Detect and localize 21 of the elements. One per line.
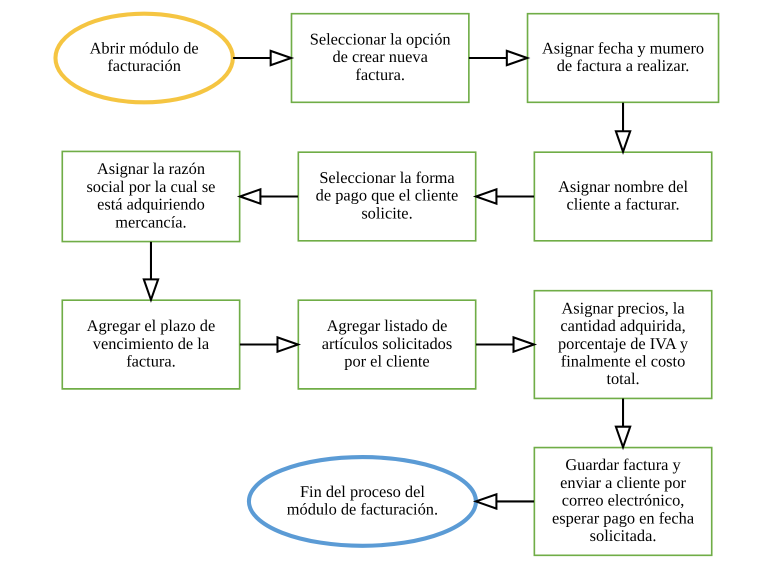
node-box: Asignar precios, la cantidad adquirida, porcentaje de IVA y finalmente el costo total.	[533, 290, 712, 400]
arrow	[614, 398, 632, 450]
arrow	[475, 336, 537, 354]
node-ellipse: Fin del proceso del módulo de facturación.	[246, 455, 478, 548]
arrow	[472, 188, 534, 206]
arrow	[472, 492, 534, 510]
arrow	[236, 188, 298, 206]
arrow	[232, 49, 294, 67]
node-box: Seleccionar la forma de pago que el cliente solicite.	[297, 151, 476, 242]
node-box: Agregar el plazo de vencimiento de la factura.	[60, 299, 240, 390]
node-box: Asignar nombre del cliente a facturar.	[533, 151, 712, 242]
arrow	[468, 49, 530, 67]
node-ellipse: Abrir módulo de facturación	[52, 12, 234, 104]
arrow	[239, 336, 301, 354]
node-box: Guardar factura y enviar a cliente por correo electrónico, esperar pago en fecha solicitada.	[533, 446, 712, 556]
node-box: Seleccionar la opción de crear nueva factura.	[290, 12, 470, 104]
arrow	[614, 102, 632, 155]
node-box: Agregar listado de artículos solicitados por el cliente	[297, 299, 476, 390]
node-box: Asignar la razón social por la cual se está adquiriendo mercancía.	[60, 150, 240, 242]
arrow	[142, 242, 160, 303]
node-box: Asignar fecha y mumero de factura a realizar.	[526, 12, 719, 104]
